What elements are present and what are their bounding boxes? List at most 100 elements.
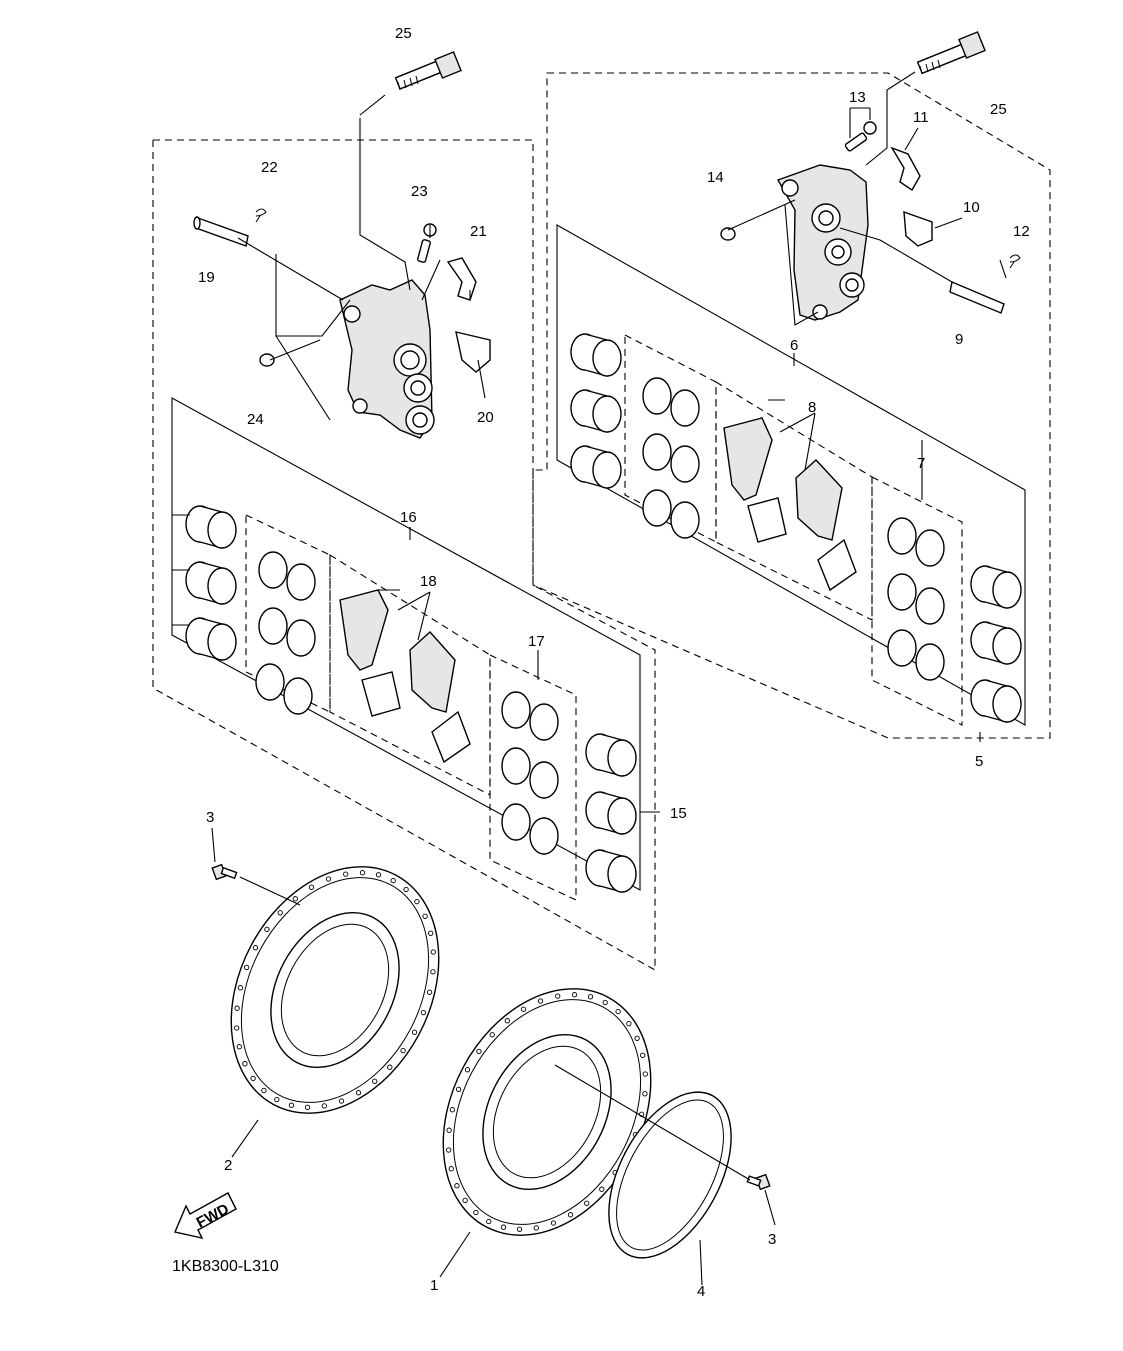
callout-25-left: 25 xyxy=(395,25,412,42)
callout-13: 13 xyxy=(849,89,866,106)
disc-hole xyxy=(400,1047,406,1054)
callout-14: 14 xyxy=(707,169,724,186)
callout-1: 1 xyxy=(430,1277,438,1294)
disc-hole xyxy=(626,1020,632,1027)
disc-hole xyxy=(634,1035,640,1041)
disc-hole xyxy=(234,1025,240,1031)
disc-hole xyxy=(338,1098,345,1104)
pad-pin-9 xyxy=(949,281,1005,314)
pistons-right-kit-6 xyxy=(570,333,622,489)
brake-disc-1 xyxy=(442,988,652,1236)
pad-pin-19 xyxy=(193,216,249,247)
bleed-screw-23-icon xyxy=(417,223,437,263)
disc-hole xyxy=(448,1166,454,1172)
disc-bolt-3-left xyxy=(211,863,238,881)
leader-disc-2 xyxy=(211,827,301,1158)
callout-9: 9 xyxy=(955,331,963,348)
brake-disc-2 xyxy=(230,866,440,1114)
callout-2: 2 xyxy=(224,1157,232,1174)
disc-hole xyxy=(520,1006,527,1012)
seals-right-a xyxy=(642,377,700,539)
disc-hole xyxy=(261,1087,267,1094)
disc-hole xyxy=(555,993,561,999)
pistons-right-b xyxy=(970,565,1022,723)
disc-hole xyxy=(308,884,315,890)
callout-3-right: 3 xyxy=(768,1231,776,1248)
callout-23: 23 xyxy=(411,183,428,200)
disc-hole xyxy=(454,1183,460,1189)
disc-hole xyxy=(571,992,578,998)
disc-hole xyxy=(375,872,382,878)
disc-hole xyxy=(446,1127,452,1133)
disc-hole xyxy=(420,1009,427,1016)
leader-lines-left xyxy=(237,94,486,421)
disc-hole xyxy=(602,999,608,1006)
seals-left-a xyxy=(255,551,316,715)
disc-hole xyxy=(500,1224,507,1230)
brake-pads-8 xyxy=(723,417,857,592)
callout-18: 18 xyxy=(420,573,437,590)
callout-10: 10 xyxy=(963,199,980,216)
kit-16-outline xyxy=(171,397,641,891)
disc-hole xyxy=(446,1147,452,1153)
seal-kit-17-left-box xyxy=(245,514,331,713)
disc-hole xyxy=(462,1197,468,1204)
disc-hole xyxy=(403,886,409,893)
disc-bolt-3-right xyxy=(746,1173,771,1191)
disc-hole xyxy=(430,969,436,975)
disc-hole xyxy=(642,1091,648,1097)
disc-hole xyxy=(640,1052,646,1058)
callout-24: 24 xyxy=(247,411,264,428)
disc-hole xyxy=(234,1005,240,1011)
disc-hole xyxy=(567,1212,574,1218)
disc-hole xyxy=(449,1107,456,1113)
callout-3-left: 3 xyxy=(206,809,214,826)
callout-5: 5 xyxy=(975,753,983,770)
disc-hole xyxy=(430,949,436,955)
disc-hole xyxy=(288,1102,295,1108)
callout-22: 22 xyxy=(261,159,278,176)
pad-support-20-icon xyxy=(455,331,491,373)
seal-kit-17-right-box xyxy=(489,654,577,901)
clip-12-icon xyxy=(1009,254,1021,269)
pad-spring-21-icon xyxy=(446,257,477,301)
disc-hole xyxy=(476,1048,482,1055)
caliper-bolt-left xyxy=(394,51,462,91)
disc-hole xyxy=(516,1226,523,1232)
disc-hole xyxy=(252,945,259,951)
callout-11: 11 xyxy=(913,109,929,126)
disc-hole xyxy=(387,1064,393,1070)
brake-pads-18 xyxy=(339,589,471,764)
callout-16: 16 xyxy=(400,509,417,526)
leader-lines-right xyxy=(727,71,1007,326)
disc-hole xyxy=(537,998,544,1004)
callout-15: 15 xyxy=(670,805,687,822)
callout-19: 19 xyxy=(198,269,215,286)
disc-hole xyxy=(243,964,250,971)
brake-caliper-left xyxy=(339,279,435,439)
disc-hole xyxy=(242,1061,248,1067)
leader-disc-1 xyxy=(439,1064,776,1286)
callout-6: 6 xyxy=(790,337,798,354)
disc-hole xyxy=(264,926,270,933)
clip-22-icon xyxy=(255,208,267,223)
disc-hole xyxy=(343,871,349,877)
disc-hole xyxy=(325,876,332,882)
callout-25-right: 25 xyxy=(990,101,1007,118)
disc-hole xyxy=(587,994,594,1000)
disc-hole xyxy=(550,1220,557,1226)
seals-left-b xyxy=(501,691,559,855)
sensor-rotor-4 xyxy=(608,1091,732,1259)
disc-hole xyxy=(428,930,434,936)
brake-caliper-right xyxy=(776,164,869,321)
callout-17: 17 xyxy=(528,633,545,650)
callout-8: 8 xyxy=(808,399,816,416)
bleed-screw-13-icon xyxy=(844,121,877,152)
disc-hole xyxy=(422,913,428,919)
disc-hole xyxy=(355,1090,362,1096)
callout-20: 20 xyxy=(477,409,494,426)
pad-spring-11-icon xyxy=(890,146,921,191)
disc-hole xyxy=(274,1096,280,1103)
pistons-left-kit-16 xyxy=(172,505,237,661)
